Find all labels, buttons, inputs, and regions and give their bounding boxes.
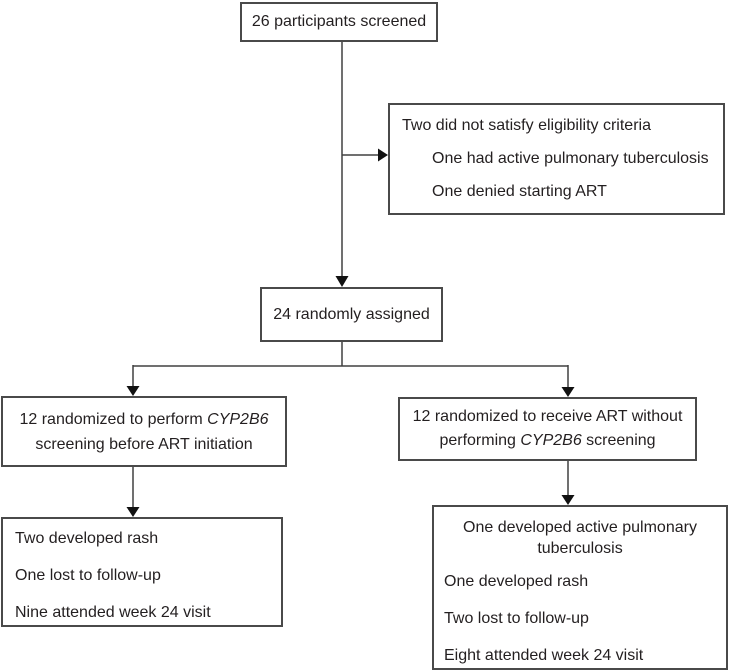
outcome-item: One developed rash [444,573,589,590]
outcome-item: Eight attended week 24 visit [444,647,644,664]
arm-no-screening-text-2: screening [581,432,656,449]
arrowhead-outcomes-right-icon [561,495,575,505]
outcome-item: One developed active pulmonary tuberculo… [463,519,697,557]
excluded-item: One denied starting ART [432,183,607,200]
box-randomized: 24 randomly assigned [260,287,443,342]
box-outcomes-no-screening: One developed active pulmonary tuberculo… [432,505,728,670]
box-arm-no-screening: 12 randomized to receive ART without per… [398,397,697,461]
arm-no-screening-label: 12 randomized to receive ART without per… [406,405,689,453]
arm-screening-text-1: 12 randomized to perform [19,410,208,428]
box-excluded: Two did not satisfy eligibility criteria… [388,103,725,215]
arm-screening-label: 12 randomized to perform CYP2B6 screenin… [9,407,279,457]
box-arm-cyp2b6-screening: 12 randomized to perform CYP2B6 screenin… [1,396,287,467]
arrowhead-outcomes-left-icon [126,507,140,517]
arrowhead-arm-left-icon [126,386,140,396]
randomized-label: 24 randomly assigned [273,305,430,323]
outcome-item: Nine attended week 24 visit [15,604,211,621]
outcome-item: Two lost to follow-up [444,610,589,627]
arrowhead-randomized-icon [335,276,349,287]
box-outcomes-screening: Two developed rash One lost to follow-up… [1,517,283,627]
arm-no-screening-text-1: 12 randomized to receive ART without per… [412,408,683,449]
gene-name-italic: CYP2B6 [207,410,269,428]
arrowhead-excluded-icon [378,148,388,162]
box-screened: 26 participants screened [240,2,438,42]
screened-label: 26 participants screened [251,13,427,30]
arrowhead-arm-right-icon [561,387,575,397]
outcome-item: One lost to follow-up [15,567,161,584]
outcome-item: Two developed rash [15,530,159,547]
gene-name-italic: CYP2B6 [520,432,582,449]
excluded-title: Two did not satisfy eligibility criteria [402,117,651,134]
arm-screening-text-2: screening before ART initiation [35,435,253,453]
excluded-item: One had active pulmonary tuberculosis [432,150,709,167]
